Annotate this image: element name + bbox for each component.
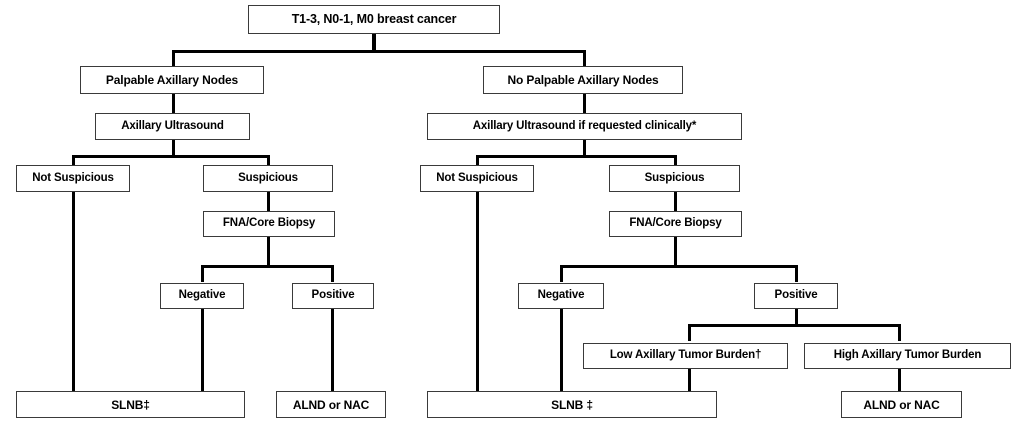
node-high-axillary-tumor-burden[interactable]: High Axillary Tumor Burden — [804, 343, 1011, 369]
edge-fna-right-to-negative — [560, 265, 564, 282]
node-slnb-right[interactable]: SLNB ‡ — [427, 391, 717, 418]
edge-positive-to-high-burden — [898, 324, 902, 341]
edge-suspicious-to-fna — [267, 191, 271, 213]
edge-no-palpable-to-ultrasound — [582, 93, 586, 115]
edge-suspicious-right-to-fna — [674, 191, 678, 213]
node-negative-left[interactable]: Negative — [160, 283, 244, 309]
node-no-palpable-axillary-nodes[interactable]: No Palpable Axillary Nodes — [483, 66, 683, 94]
edge-root-bus — [172, 50, 586, 54]
edge-high-burden-to-alnd — [898, 368, 902, 393]
node-alnd-or-nac-left[interactable]: ALND or NAC — [276, 391, 386, 418]
edge-ultrasound-stem — [172, 139, 176, 156]
edge-ultrasound-right-to-suspicious — [674, 155, 678, 167]
edge-ultrasound-right-to-not-suspicious — [476, 155, 480, 167]
node-axillary-ultrasound-left[interactable]: Axillary Ultrasound — [95, 113, 250, 140]
edge-palpable-to-ultrasound — [172, 93, 176, 115]
edge-positive-to-low-burden — [688, 324, 692, 341]
node-suspicious-right[interactable]: Suspicious — [609, 165, 740, 192]
node-fna-core-biopsy-right[interactable]: FNA/Core Biopsy — [609, 211, 742, 237]
edge-negative-right-to-slnb — [560, 308, 564, 393]
node-negative-right[interactable]: Negative — [518, 283, 604, 309]
node-alnd-or-nac-right[interactable]: ALND or NAC — [841, 391, 962, 418]
edge-fna-right-bus — [560, 265, 798, 269]
edge-positive-right-bus — [688, 324, 901, 328]
node-positive-left[interactable]: Positive — [292, 283, 374, 309]
edge-not-suspicious-right-to-slnb — [476, 191, 480, 393]
node-not-suspicious-right[interactable]: Not Suspicious — [420, 165, 534, 192]
edge-fna-to-negative — [201, 265, 205, 282]
edge-ultrasound-right-bus — [476, 155, 677, 159]
edge-root-to-no-palpable — [582, 50, 586, 68]
edge-root-stem — [372, 33, 376, 53]
edge-positive-right-stem — [795, 308, 799, 326]
node-slnb-left[interactable]: SLNB‡ — [16, 391, 245, 418]
node-not-suspicious-left[interactable]: Not Suspicious — [16, 165, 130, 192]
edge-ultrasound-bus — [72, 155, 270, 159]
edge-positive-to-alnd — [331, 308, 335, 393]
edge-fna-stem — [267, 236, 271, 267]
node-palpable-axillary-nodes[interactable]: Palpable Axillary Nodes — [80, 66, 264, 94]
edge-fna-right-to-positive — [795, 265, 799, 282]
node-axillary-ultrasound-right[interactable]: Axillary Ultrasound if requested clinica… — [427, 113, 742, 140]
edge-ultrasound-to-not-suspicious — [72, 155, 76, 167]
edge-negative-to-slnb — [201, 308, 205, 393]
edge-ultrasound-to-suspicious — [267, 155, 271, 167]
edge-fna-to-positive — [331, 265, 335, 282]
edge-not-suspicious-to-slnb — [72, 191, 76, 393]
node-positive-right[interactable]: Positive — [754, 283, 838, 309]
node-suspicious-left[interactable]: Suspicious — [203, 165, 333, 192]
edge-fna-bus — [201, 265, 334, 269]
edge-ultrasound-right-stem — [582, 139, 586, 156]
edge-low-burden-to-slnb — [688, 368, 692, 393]
node-fna-core-biopsy-left[interactable]: FNA/Core Biopsy — [203, 211, 335, 237]
node-root[interactable]: T1-3, N0-1, M0 breast cancer — [248, 5, 500, 34]
edge-root-to-palpable — [172, 50, 176, 68]
edge-fna-right-stem — [674, 236, 678, 267]
node-low-axillary-tumor-burden[interactable]: Low Axillary Tumor Burden† — [583, 343, 788, 369]
